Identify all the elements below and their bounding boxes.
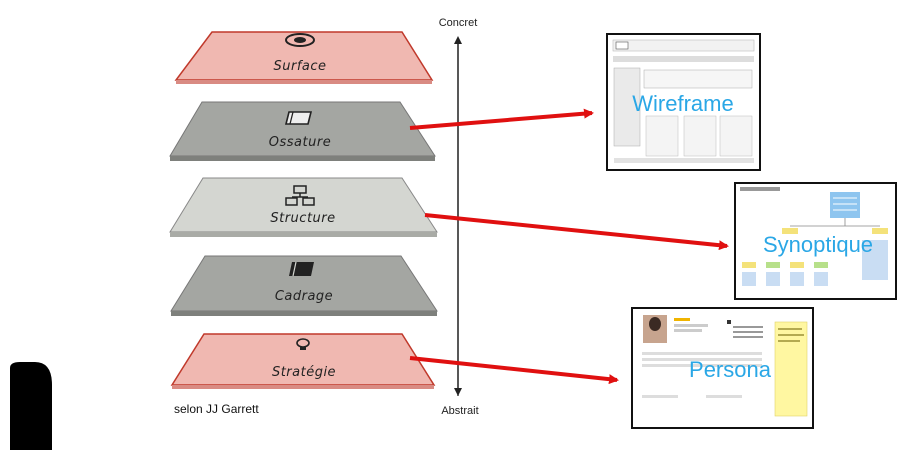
black-tab — [10, 362, 52, 450]
thumbnail-label-synoptique: Synoptique — [763, 232, 873, 257]
bulb-icon — [296, 338, 310, 350]
layer-structure: Structure — [169, 177, 438, 237]
target-icon — [285, 33, 315, 47]
thumbnail-label-wireframe: Wireframe — [632, 91, 733, 116]
credit-label: selon JJ Garrett — [174, 402, 259, 416]
layer-label-structure: Structure — [270, 211, 335, 226]
axis-bottom-label: Abstrait — [441, 405, 478, 417]
thumbnail-wireframe: Wireframe — [606, 33, 761, 171]
axis-top-label: Concret — [439, 17, 478, 29]
layer-label-strategie: Stratégie — [272, 365, 336, 380]
layer-ossature: Ossature — [169, 101, 436, 161]
arrow-ossature-wireframe — [409, 108, 594, 130]
thumbnail-synoptique: Synoptique — [734, 182, 897, 300]
thumbnail-persona: Persona — [631, 307, 814, 429]
layer-label-ossature: Ossature — [269, 135, 331, 150]
arrow-structure-synoptique — [424, 213, 729, 251]
layer-strategie: Stratégie — [170, 333, 436, 389]
layer-label-surface: Surface — [273, 59, 326, 74]
arrow-strategie-persona — [409, 356, 619, 385]
layer-cadrage: Cadrage — [170, 255, 438, 316]
frame-icon — [284, 111, 313, 125]
hierarchy-icon — [285, 185, 315, 206]
layer-surface: Surface — [174, 31, 434, 84]
thumbnail-label-persona: Persona — [689, 357, 772, 382]
block-icon — [289, 261, 314, 277]
layer-label-cadrage: Cadrage — [275, 289, 333, 304]
